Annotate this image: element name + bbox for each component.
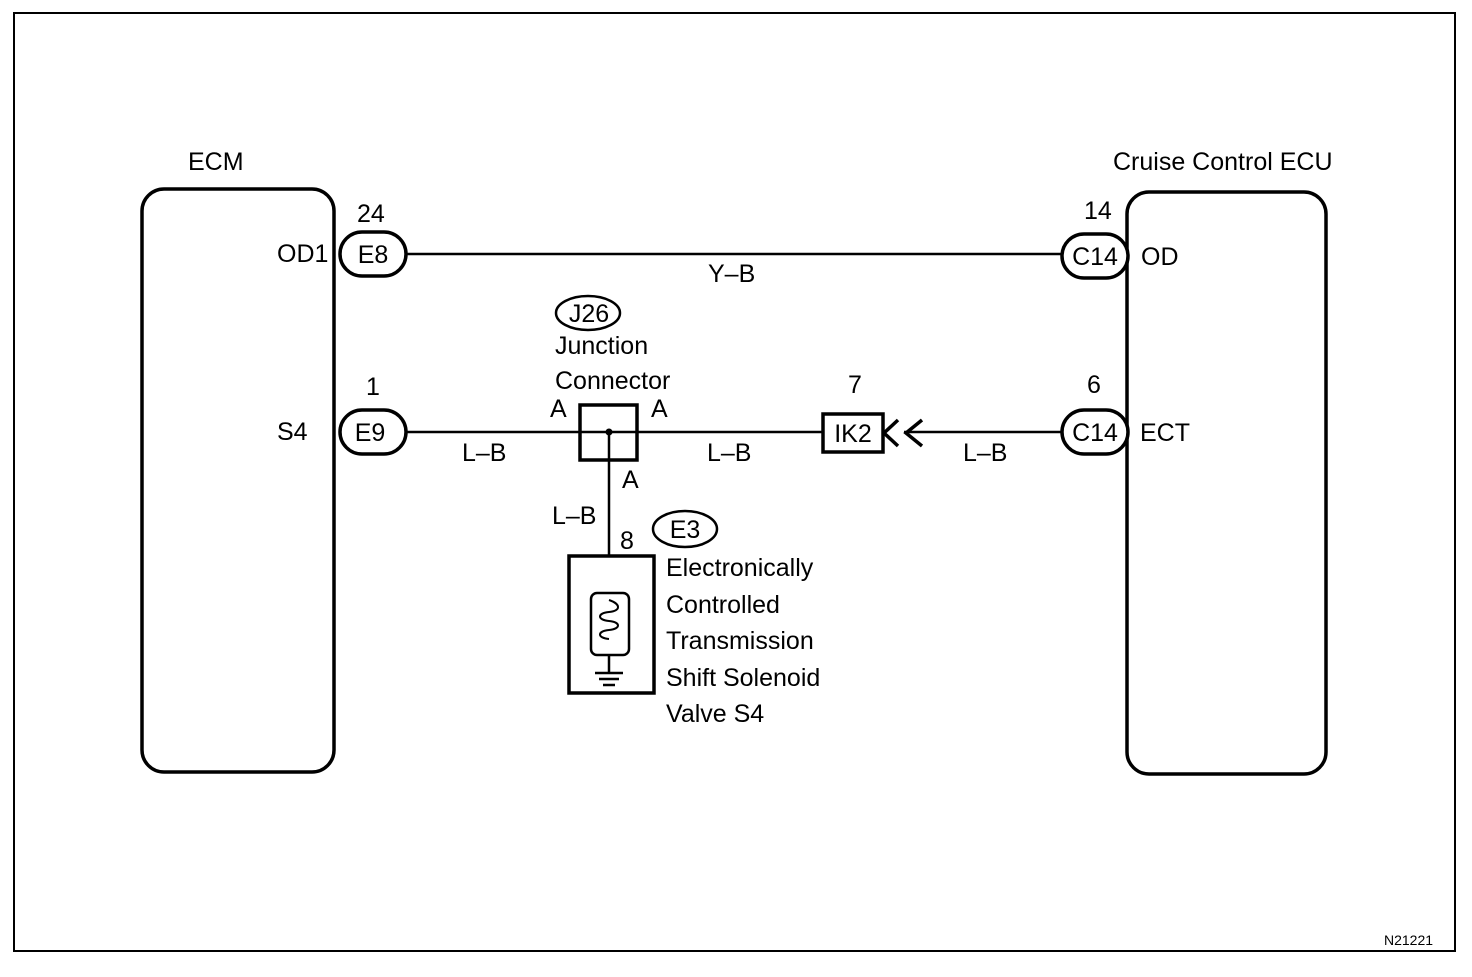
s4-wire-mid-color: L–B bbox=[707, 439, 751, 467]
pin-8-number: 8 bbox=[620, 527, 634, 555]
pin-ect-label: ECT bbox=[1140, 419, 1190, 447]
cruise-ecu-box bbox=[1125, 190, 1328, 776]
junction-name-line1: Junction bbox=[555, 332, 648, 360]
pin-24-number: 24 bbox=[357, 200, 385, 228]
pin-od1-label: OD1 bbox=[277, 240, 328, 268]
connector-ik2-label: IK2 bbox=[834, 420, 872, 448]
solenoid-desc-line3: Transmission bbox=[666, 627, 814, 655]
pin-14-number: 14 bbox=[1084, 197, 1112, 225]
pin-1-number: 1 bbox=[366, 373, 380, 401]
junction-term-right: A bbox=[651, 395, 668, 423]
connector-ik2 bbox=[821, 412, 885, 454]
solenoid-code: E3 bbox=[670, 516, 701, 544]
pin-s4-label: S4 bbox=[277, 418, 308, 446]
od-wire-color: Y–B bbox=[708, 260, 755, 288]
connector-c14-ect bbox=[1060, 408, 1130, 456]
pin-od-label: OD bbox=[1141, 243, 1179, 271]
junction-code-badge bbox=[554, 294, 622, 332]
connector-e8 bbox=[338, 230, 408, 278]
ik2-chevron-icon-1 bbox=[881, 418, 900, 448]
ecm-title: ECM bbox=[188, 148, 244, 176]
connector-e9 bbox=[338, 408, 408, 456]
connector-c14-od bbox=[1060, 232, 1130, 280]
s4-wire-right-color: L–B bbox=[963, 439, 1007, 467]
junction-name-line2: Connector bbox=[555, 367, 670, 395]
solenoid-desc-line2: Controlled bbox=[666, 591, 780, 619]
pin-7-number: 7 bbox=[848, 371, 862, 399]
solenoid-desc-line1: Electronically bbox=[666, 554, 814, 582]
solenoid-desc-line4: Shift Solenoid bbox=[666, 664, 820, 692]
connector-c14-od-label: C14 bbox=[1072, 243, 1118, 271]
solenoid-code-badge bbox=[651, 509, 719, 549]
figure-id: N21221 bbox=[1384, 932, 1433, 948]
diagram-frame bbox=[13, 12, 1456, 952]
connector-c14-ect-label: C14 bbox=[1072, 419, 1118, 447]
ecm-box bbox=[140, 187, 336, 774]
junction-term-left: A bbox=[550, 395, 567, 423]
solenoid-drop-color: L–B bbox=[552, 502, 596, 530]
s4-wire-left-color: L–B bbox=[462, 439, 506, 467]
solenoid-desc-line5: Valve S4 bbox=[666, 700, 764, 728]
junction-term-bottom: A bbox=[622, 466, 639, 494]
connector-e9-label: E9 bbox=[355, 419, 386, 447]
solenoid-inner-box bbox=[589, 591, 631, 657]
junction-code: J26 bbox=[569, 300, 609, 328]
pin-6-number: 6 bbox=[1087, 371, 1101, 399]
solenoid-coil-icon bbox=[599, 599, 619, 640]
ik2-chevron-icon-2 bbox=[903, 418, 924, 448]
cruise-ecu-title: Cruise Control ECU bbox=[1113, 148, 1333, 176]
connector-e8-label: E8 bbox=[358, 241, 389, 269]
